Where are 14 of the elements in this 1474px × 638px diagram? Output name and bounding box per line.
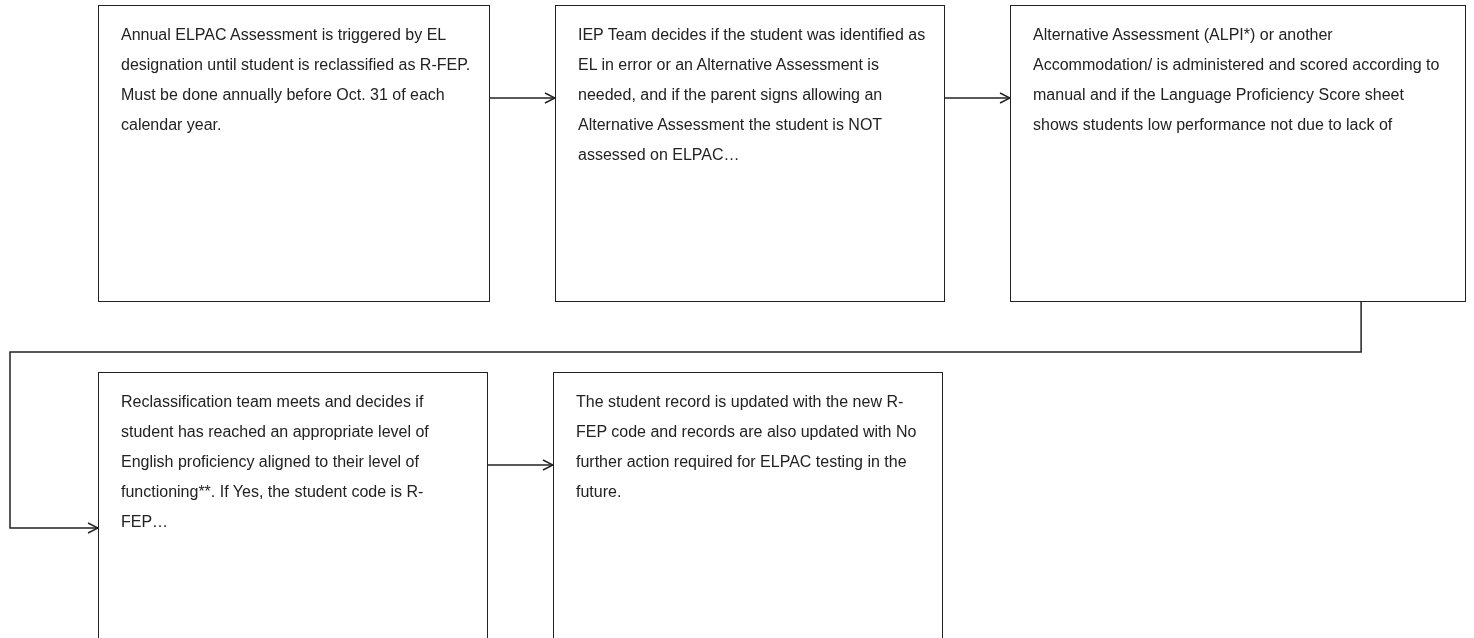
process-box xyxy=(98,372,488,638)
arrow xyxy=(487,459,554,471)
arrow xyxy=(944,92,1011,104)
step-text: Annual ELPAC Assessment is triggered by EL designation until student is reclassified as R-FEP. Must be done annually before Oct. 31 of each calendar year. xyxy=(121,25,471,135)
step-text: IEP Team decides if the student was identified as EL in error or an Alternative Assessment is needed, and if the parent signs allowing an Alternative Assessment the student is NOT assessed on ELPAC… xyxy=(578,25,926,165)
process-box xyxy=(1010,5,1466,302)
step-text: Alternative Assessment (ALPI*) or another Accommodation/ is administered and scored according to manual and if the Language Proficiency Score sheet shows students low performance not due to lack of xyxy=(1033,25,1441,135)
step-text: The student record is updated with the new R-FEP code and records are also updated with No further action required for ELPAC testing in the future. xyxy=(576,392,918,502)
process-box xyxy=(555,5,945,302)
arrow xyxy=(9,301,1362,534)
process-box xyxy=(98,5,490,302)
arrow xyxy=(489,92,556,104)
step-text: Reclassification team meets and decides if student has reached an appropriate level of English proficiency aligned to their level of functioning**. If Yes, the student code is R-FEP… xyxy=(121,392,430,532)
process-box xyxy=(553,372,943,638)
